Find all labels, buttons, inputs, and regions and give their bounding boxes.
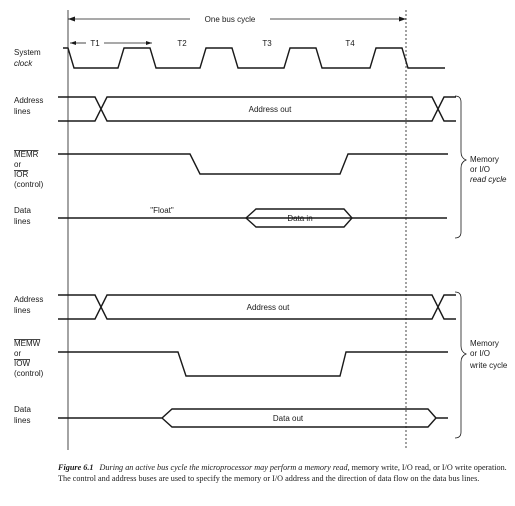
write-cycle-label: or I/O [470, 349, 490, 358]
data-out-envelope [58, 408, 448, 428]
memw-or-label: or [14, 349, 21, 358]
memr-or-label: or [14, 160, 21, 169]
system-clock-label: System [14, 48, 41, 57]
read-address-bus [58, 96, 456, 122]
memr-label: MEMR [14, 150, 39, 159]
write-data-lines-label: lines [14, 416, 30, 425]
data-out-label: Data out [273, 414, 304, 423]
write-address-lines-label: Address [14, 295, 43, 304]
read-address-lines-label: lines [14, 107, 30, 116]
memw-iow-waveform [58, 351, 448, 377]
t1-arrowhead-left [70, 41, 76, 45]
read-data-lines-label: lines [14, 217, 30, 226]
write-data-lines-label: Data [14, 405, 31, 414]
caption-italic-text: During an active bus cycle the microproc… [99, 463, 350, 472]
write-cycle-label: Memory [470, 339, 499, 348]
ior-label: IOR [14, 170, 28, 179]
t-state-label: T4 [345, 39, 355, 48]
caption-text: memory write, I/O read, or I/O write ope… [58, 463, 507, 483]
system-clock-label: clock [14, 59, 33, 68]
read-data-lines-label: Data [14, 206, 31, 215]
memw-label: MEMW [14, 339, 41, 348]
t1-arrowhead-right [146, 41, 152, 45]
float-label: "Float" [150, 206, 174, 215]
t-state-label: T3 [262, 39, 272, 48]
data-in-label: Data in [287, 214, 312, 223]
memr-ior-waveform [58, 153, 448, 175]
bus-cycle-label: One bus cycle [205, 15, 256, 24]
t-state-label: T2 [177, 39, 187, 48]
iow-label: IOW [14, 359, 30, 368]
data-in-envelope [244, 208, 353, 228]
read-control-label: (control) [14, 180, 44, 189]
read-cycle-label: Memory [470, 155, 499, 164]
write-address-lines-label: lines [14, 306, 30, 315]
t-state-label: T1 [90, 39, 100, 48]
address-out-write-label: Address out [247, 303, 290, 312]
address-out-read-label: Address out [249, 105, 292, 114]
write-cycle-bracket [454, 291, 468, 439]
read-cycle-bracket [454, 95, 468, 239]
system-clock-waveform [63, 47, 445, 69]
figure-number: Figure 6.1 [58, 463, 94, 472]
bus-cycle-arrowhead-right [399, 16, 406, 22]
write-address-bus [58, 294, 456, 320]
write-control-label: (control) [14, 369, 44, 378]
read-cycle-label: read cycle [470, 175, 507, 184]
figure-caption: Figure 6.1 During an active bus cycle the… [58, 462, 508, 484]
read-cycle-label: or I/O [470, 165, 490, 174]
read-address-lines-label: Address [14, 96, 43, 105]
bus-cycle-arrowhead-left [68, 16, 75, 22]
write-cycle-label: write cycle [469, 361, 508, 370]
